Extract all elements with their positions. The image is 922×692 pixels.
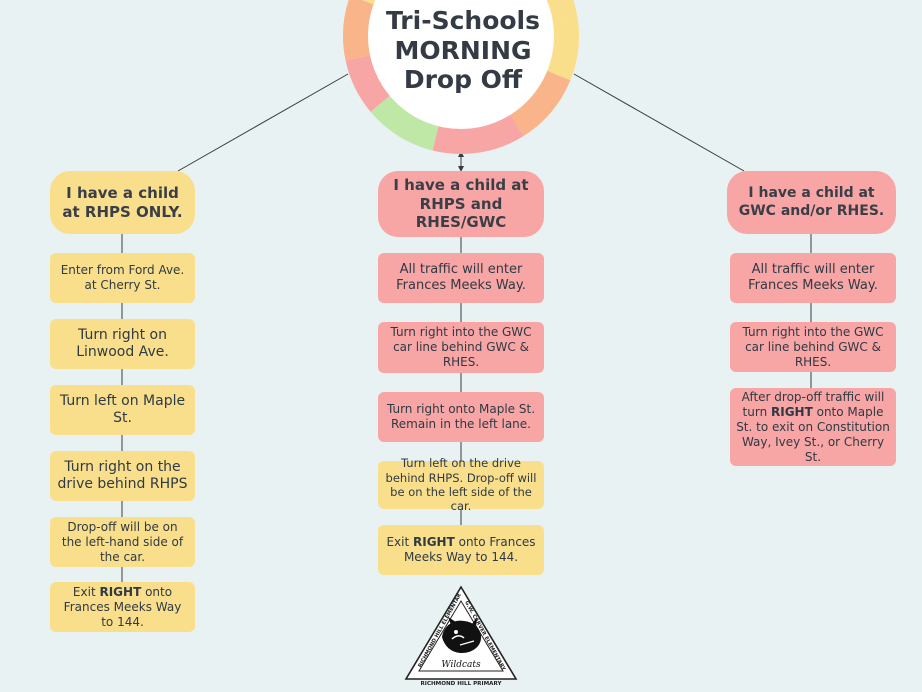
step-text: Exit RIGHT onto Frances Meeks Way to 144… (386, 535, 536, 564)
ring-segment-1 (507, 68, 571, 137)
header-gwc-and-or-rhes: I have a child at GWC and/or RHES. (727, 171, 896, 234)
wildcat-head-icon (442, 617, 482, 653)
header-label: I have a child at GWC and/or RHES. (738, 185, 885, 219)
step-text: Turn right into the GWC car line behind … (742, 324, 884, 369)
step-text: Turn right onto Maple St. Remain in the … (386, 402, 536, 431)
emphasis-right: RIGHT (770, 404, 813, 419)
step-text: All traffic will enter Frances Meeks Way… (396, 261, 526, 293)
title-line-3: Drop Off (403, 65, 523, 94)
header-label: I have a child at RHPS and RHES/GWC (393, 175, 529, 232)
middle-step-3: Turn right onto Maple St. Remain in the … (378, 392, 544, 442)
left-step-6: Exit RIGHT onto Frances Meeks Way to 144… (50, 582, 195, 632)
connector-title-right (573, 73, 745, 172)
middle-step-2: Turn right into the GWC car line behind … (378, 322, 544, 373)
emphasis-right: RIGHT (412, 535, 455, 549)
step-text: Drop-off will be on the left-hand side o… (61, 519, 184, 564)
header-label: I have a child at RHPS ONLY. (62, 183, 183, 221)
step-text: Turn right on Linwood Ave. (76, 326, 169, 361)
left-step-3: Turn left on Maple St. (50, 385, 195, 435)
right-step-3: After drop-off traffic will turn RIGHT o… (730, 388, 896, 466)
connector-title-left (177, 73, 349, 172)
header-rhps-only: I have a child at RHPS ONLY. (50, 171, 195, 234)
right-step-1: All traffic will enter Frances Meeks Way… (730, 253, 896, 303)
ring-segment-6 (362, 0, 578, 21)
page-title: Tri-Schools MORNING Drop Off (372, 6, 554, 95)
logo-script-text: Wildcats (441, 660, 481, 670)
logo-bottom-text: RICHMOND HILL PRIMARY (420, 681, 502, 687)
step-text: After drop-off traffic will turn RIGHT o… (736, 389, 890, 464)
step-text: Turn left on the drive behind RHPS. Drop… (385, 456, 537, 514)
step-text: Turn right on the drive behind RHPS (57, 458, 188, 493)
step-text: Turn left on Maple St. (59, 392, 186, 427)
emphasis-right: RIGHT (99, 584, 142, 599)
header-rhps-and-rhes-gwc: I have a child at RHPS and RHES/GWC (378, 171, 544, 237)
step-text: Turn right into the GWC car line behind … (390, 325, 532, 369)
title-circle (368, 0, 554, 129)
left-step-1: Enter from Ford Ave. at Cherry St. (50, 253, 195, 303)
left-step-5: Drop-off will be on the left-hand side o… (50, 517, 195, 567)
left-step-4: Turn right on the drive behind RHPS (50, 451, 195, 501)
step-text: Enter from Ford Ave. at Cherry St. (60, 263, 185, 292)
arrowhead-middle-down (458, 166, 464, 172)
title-line-2: MORNING (394, 35, 532, 65)
middle-step-1: All traffic will enter Frances Meeks Way… (378, 253, 544, 303)
step-text: Exit RIGHT onto Frances Meeks Way to 144… (63, 584, 182, 629)
arrowhead-middle-up (458, 151, 464, 157)
step-text: All traffic will enter Frances Meeks Way… (748, 261, 878, 293)
ring-segment-2 (432, 110, 524, 154)
middle-step-5: Exit RIGHT onto Frances Meeks Way to 144… (378, 525, 544, 575)
tri-schools-logo: RICHMOND HILL ELEMENTARY G.W. CARVER ELE… (404, 585, 518, 687)
middle-step-4: Turn left on the drive behind RHPS. Drop… (378, 456, 544, 513)
ring-segment-3 (370, 92, 440, 151)
title-line-1: Tri-Schools (385, 6, 540, 35)
left-step-2: Turn right on Linwood Ave. (50, 319, 195, 369)
right-step-2: Turn right into the GWC car line behind … (730, 322, 896, 372)
ring-segment-4 (345, 54, 394, 112)
